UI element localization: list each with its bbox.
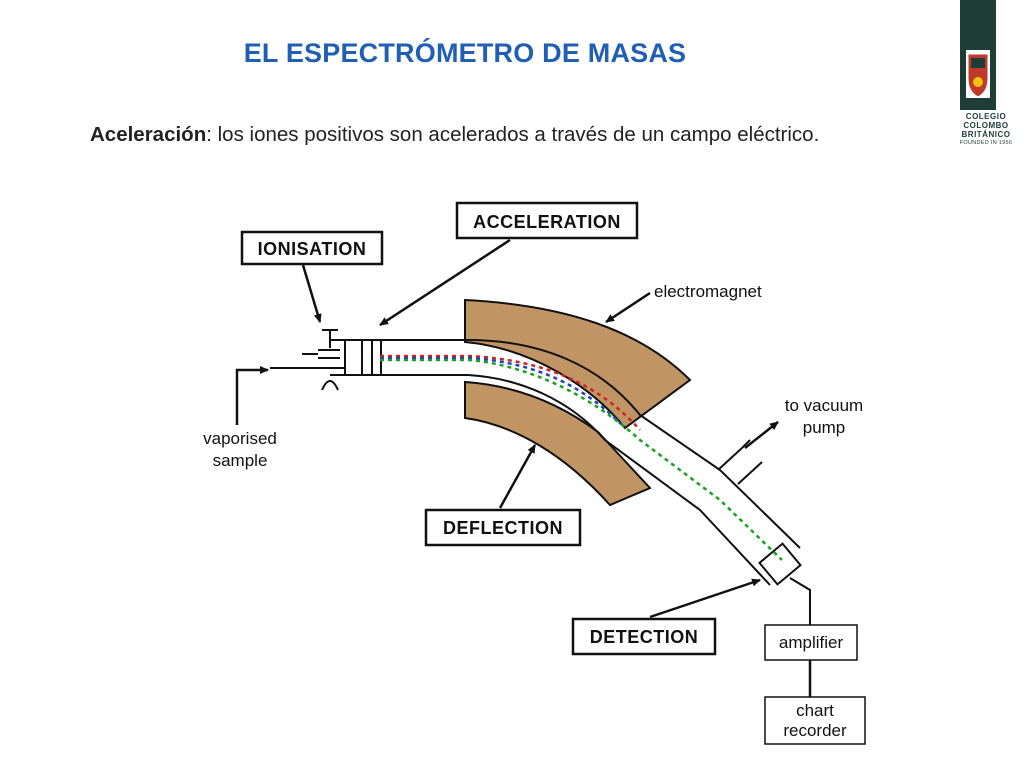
amplifier-label: amplifier (779, 633, 844, 652)
acceleration-arrow (379, 238, 511, 327)
deflection-box: DEFLECTION (424, 508, 582, 547)
flight-tube (330, 339, 801, 586)
ionisation-label: IONISATION (258, 239, 367, 259)
ionisation-arrow (301, 264, 322, 323)
logo-line-2: COLOMBO (963, 121, 1009, 130)
logo-line-1: COLEGIO (965, 112, 1007, 121)
amplifier-box: amplifier (764, 624, 858, 661)
ion-beam-green (380, 358, 783, 561)
vacuum-port (717, 439, 763, 485)
ion-source (270, 329, 382, 391)
vacuum-label-2: pump (803, 418, 846, 437)
slide-title: EL ESPECTRÓMETRO DE MASAS (243, 38, 687, 68)
electromagnet-arrow (605, 291, 651, 324)
vacuum-arrow (744, 421, 779, 449)
sample-label-1: vaporised (203, 429, 277, 448)
detection-arrow (649, 578, 761, 619)
ionisation-box: IONISATION (240, 230, 384, 266)
logo-line-3: BRITÁNICO (961, 130, 1011, 139)
logo-text: COLEGIO COLOMBO BRITÁNICO FOUNDED IN 195… (954, 112, 1018, 148)
detector (758, 542, 811, 695)
detection-box: DETECTION (571, 617, 717, 656)
electromagnet-lower-pole (464, 380, 652, 507)
slide-paragraph: Aceleración: los iones positivos son ace… (90, 120, 868, 149)
sample-label-2: sample (213, 451, 268, 470)
electromagnet-label: electromagnet (654, 282, 762, 301)
logo-founded: FOUNDED IN 1956 (959, 140, 1013, 146)
sample-arrow (235, 366, 269, 425)
logo-shield-icon (966, 50, 990, 98)
chart-recorder-label-1: chart (796, 701, 834, 720)
detection-label: DETECTION (590, 627, 699, 647)
ion-beam-red (380, 354, 641, 431)
school-logo: COLEGIO COLOMBO BRITÁNICO FOUNDED IN 195… (954, 0, 1018, 160)
paragraph-keyword: Aceleración (90, 123, 207, 146)
deflection-label: DEFLECTION (443, 518, 563, 538)
acceleration-box: ACCELERATION (455, 201, 639, 240)
chart-recorder-box: chart recorder (764, 696, 866, 745)
paragraph-text: : los iones positivos son acelerados a t… (206, 123, 820, 146)
acceleration-label: ACCELERATION (473, 212, 621, 232)
vacuum-label-1: to vacuum (785, 396, 863, 415)
deflection-arrow (498, 444, 537, 509)
chart-recorder-label-2: recorder (783, 721, 847, 740)
